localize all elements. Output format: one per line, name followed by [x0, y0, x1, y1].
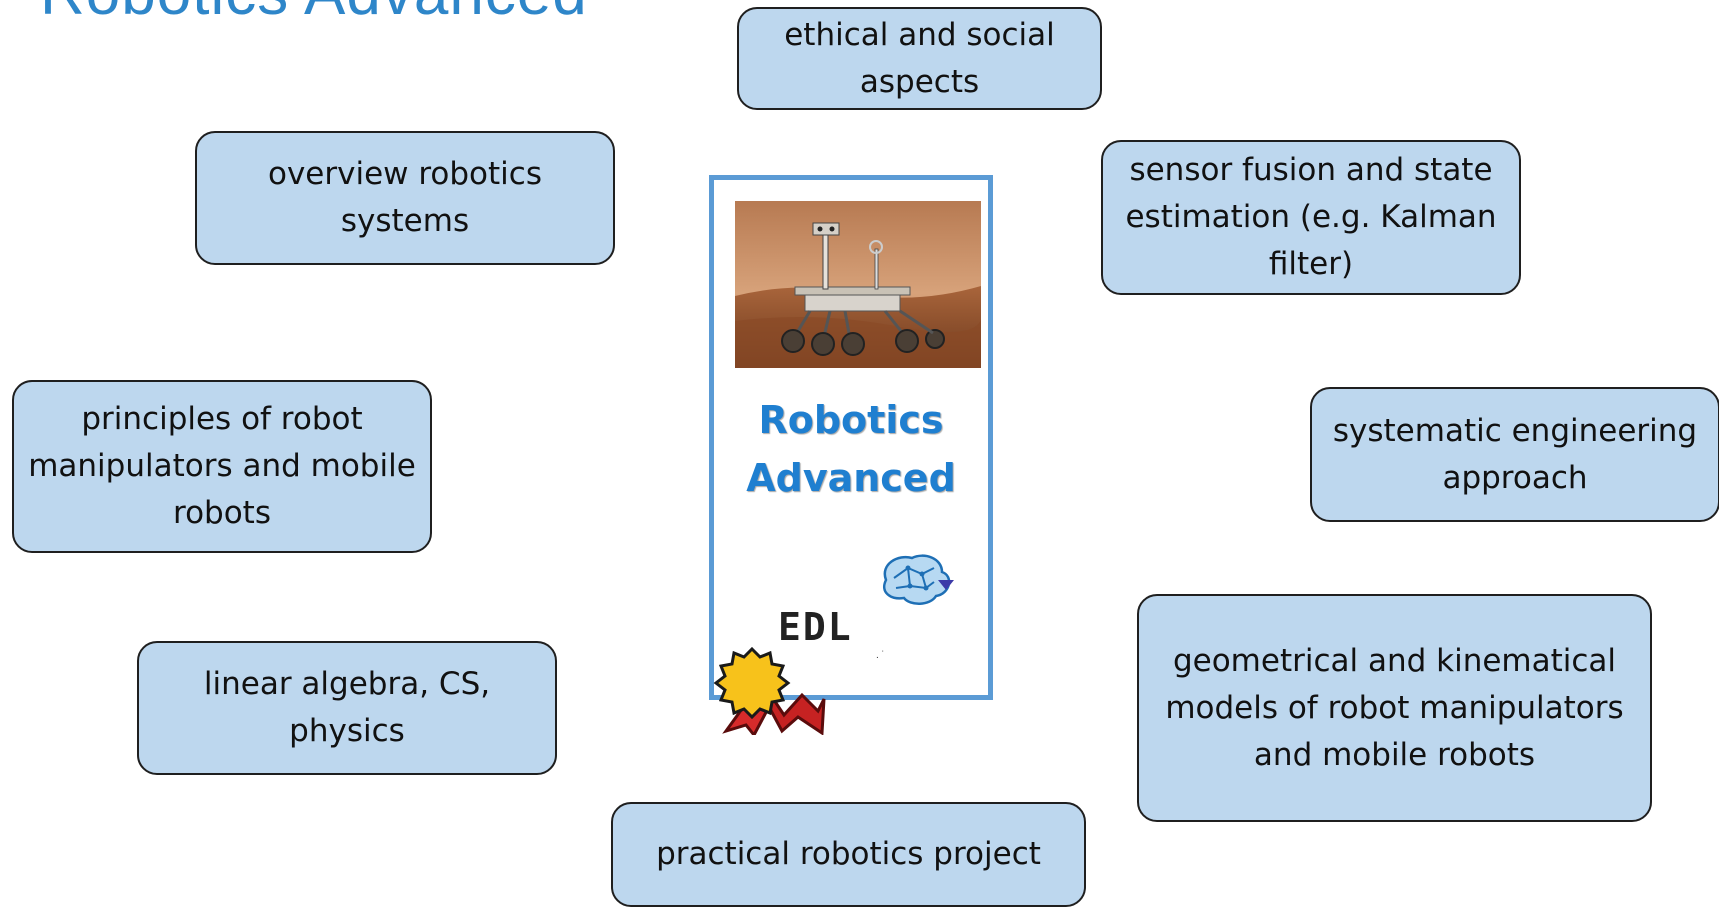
topic-sensor-fusion: sensor fusion and state estimation (e.g.…	[1101, 140, 1521, 295]
topic-practical-project: practical robotics project	[611, 802, 1086, 907]
topic-overview-systems: overview robotics systems	[195, 131, 615, 265]
award-ribbon-icon	[712, 645, 832, 738]
topic-geometrical-kinematical: geometrical and kinematical models of ro…	[1137, 594, 1652, 822]
card-title-line2: Advanced	[746, 456, 956, 500]
topic-label: systematic engineering approach	[1332, 412, 1698, 496]
topic-label: ethical and social aspects	[784, 16, 1055, 100]
slide-title: Robotics Advanced	[40, 0, 588, 29]
topic-label: sensor fusion and state estimation (e.g.…	[1125, 152, 1497, 282]
course-card: Robotics Advanced EDL . ˙	[709, 175, 993, 700]
edl-logo: EDL	[778, 605, 853, 649]
topic-linear-algebra: linear algebra, CS, physics	[137, 641, 557, 775]
topic-label: linear algebra, CS, physics	[203, 666, 491, 749]
brain-network-icon	[874, 550, 956, 610]
topic-label: principles of robot manipulators and mob…	[28, 401, 416, 531]
topic-principles-manipulators: principles of robot manipulators and mob…	[12, 380, 432, 553]
topic-systematic-engineering: systematic engineering approach	[1310, 387, 1719, 522]
topic-label: geometrical and kinematical models of ro…	[1165, 642, 1624, 773]
logo-dots: . ˙	[876, 650, 885, 661]
topic-ethical-social: ethical and social aspects	[737, 7, 1102, 110]
topic-label: overview robotics systems	[267, 156, 542, 239]
topic-label: practical robotics project	[656, 836, 1041, 872]
mars-rover-photo	[735, 201, 981, 368]
card-title-line1: Robotics	[758, 398, 944, 442]
